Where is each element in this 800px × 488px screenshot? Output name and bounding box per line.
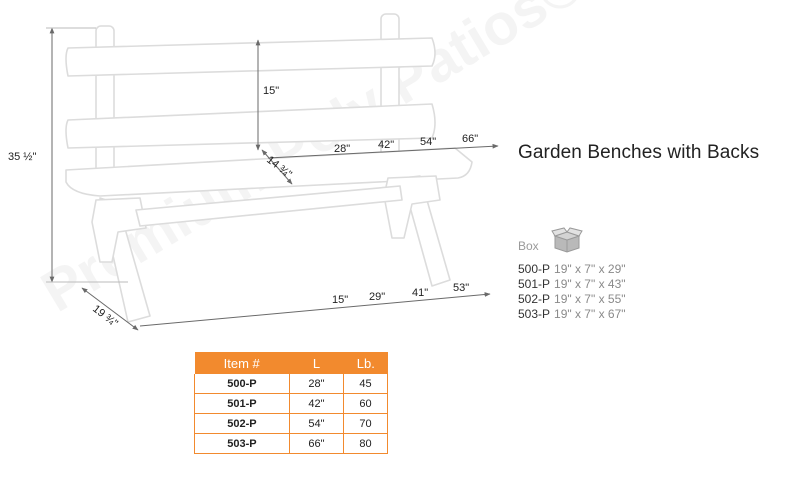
back-height-label: 15" [263, 85, 279, 97]
table-row: 502-P 54" 70 [194, 413, 388, 434]
box-item-number: 501-P [518, 277, 551, 291]
box-size: 19" x 7" x 55" [554, 292, 626, 306]
base-length-29: 29" [369, 291, 385, 303]
table-row: 503-P 66" 80 [194, 433, 388, 454]
cell-weight: 45 [343, 374, 388, 394]
table-row: 500-P 28" 45 [194, 374, 388, 394]
bench-illustration [65, 13, 473, 323]
cell-length: 54" [288, 413, 344, 434]
header-weight: Lb. [343, 352, 388, 374]
product-title: Garden Benches with Backs [518, 142, 760, 163]
box-item-number: 503-P [518, 307, 551, 321]
cell-item-number: 502-P [194, 413, 290, 434]
base-length-15: 15" [332, 294, 348, 306]
cell-item-number: 501-P [194, 393, 290, 414]
cell-length: 28" [288, 374, 344, 394]
lower-back-slat [65, 103, 436, 149]
box-size: 19" x 7" x 29" [554, 262, 626, 276]
seat-length-28: 28" [334, 143, 350, 155]
header-item-number: Item # [194, 352, 290, 374]
seat-length-66: 66" [462, 133, 478, 145]
cell-item-number: 503-P [194, 433, 290, 454]
seat-length-54: 54" [420, 136, 436, 148]
spec-table: Item # L Lb. 500-P 28" 45 501-P 42" 60 5… [194, 352, 388, 454]
base-depth-label: 19 ¾" [90, 303, 120, 330]
box-icon [551, 227, 583, 253]
box-item-number: 502-P [518, 292, 551, 306]
base-length-41: 41" [412, 287, 428, 299]
base-length-53: 53" [453, 282, 469, 294]
cell-length: 42" [288, 393, 344, 414]
cell-weight: 80 [343, 433, 388, 454]
box-size: 19" x 7" x 67" [554, 307, 626, 321]
cell-weight: 70 [343, 413, 388, 434]
cell-length: 66" [288, 433, 344, 454]
header-length: L [288, 352, 344, 374]
box-item-number: 500-P [518, 262, 551, 276]
box-label: Box [518, 239, 539, 253]
seat-length-42: 42" [378, 139, 394, 151]
box-size: 19" x 7" x 43" [554, 277, 626, 291]
cell-item-number: 500-P [194, 374, 290, 394]
height-label: 35 ½" [8, 151, 36, 163]
cross-brace [135, 185, 403, 227]
cell-weight: 60 [343, 393, 388, 414]
dimension-labels: 35 ½" 15" 14 ¾" 28" 42" 54" 66" 19 ¾" 15… [8, 85, 478, 330]
spec-table-header-row: Item # L Lb. [194, 352, 388, 374]
top-back-slat [65, 37, 436, 77]
left-rear-leg [91, 197, 147, 263]
dimension-lines [46, 27, 499, 331]
table-row: 501-P 42" 60 [194, 393, 388, 414]
